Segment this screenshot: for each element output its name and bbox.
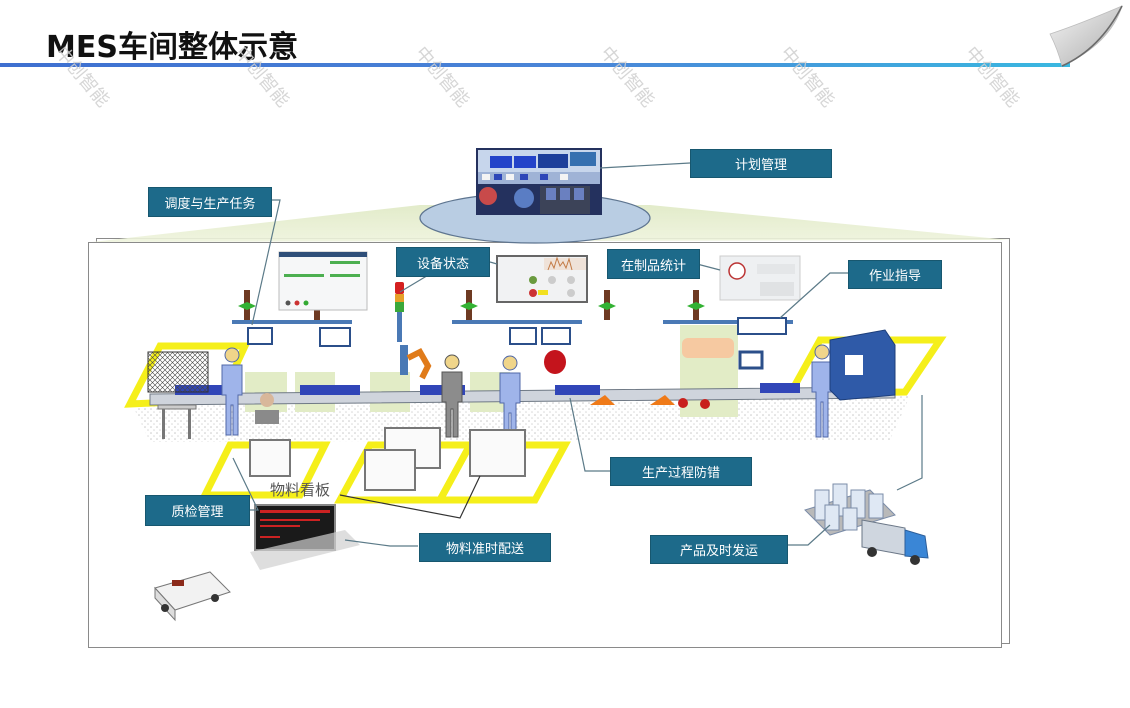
label-material-jit-delivery: 物料准时配送 <box>419 533 551 562</box>
material-board-display <box>250 504 360 570</box>
material-cart <box>249 427 526 491</box>
title-underline <box>0 63 1070 67</box>
equipment-screen <box>496 255 588 303</box>
label-product-shipping: 产品及时发运 <box>650 535 788 564</box>
inspection-cage <box>147 351 209 439</box>
floor-zone <box>199 441 331 499</box>
worker <box>441 354 463 438</box>
worker <box>499 355 521 444</box>
delivery-truck <box>861 519 929 565</box>
station-monitor <box>247 317 787 370</box>
robot-arm <box>400 345 432 380</box>
label-wip-statistics: 在制品统计 <box>607 249 700 279</box>
label-plan-management: 计划管理 <box>690 149 832 178</box>
agv-vehicle <box>154 571 231 622</box>
dispatch-screen <box>278 251 368 311</box>
floor-zone <box>434 441 571 504</box>
label-error-proofing: 生产过程防错 <box>610 457 752 486</box>
label-quality-management: 质检管理 <box>145 495 250 526</box>
control-room-photo <box>476 148 602 215</box>
inspector <box>255 393 279 424</box>
callout-lines <box>232 162 923 547</box>
label-equipment-status: 设备状态 <box>396 247 490 277</box>
warehouse-buildings <box>804 483 896 536</box>
overhead-rail <box>452 320 582 324</box>
overhead-rail <box>663 320 793 324</box>
alarm-beacon <box>544 350 566 374</box>
wip-screen <box>719 255 801 301</box>
storage-rack <box>829 329 896 401</box>
page-curl-icon <box>1049 5 1123 67</box>
label-dispatch-tasks: 调度与生产任务 <box>148 187 272 217</box>
conveyor <box>149 386 896 406</box>
page-title: MES车间整体示意 <box>46 30 298 65</box>
floor-zone <box>783 336 947 398</box>
conveyor-segment <box>555 385 600 395</box>
label-work-instruction: 作业指导 <box>848 260 942 289</box>
material-board-title: 物料看板 <box>270 481 330 499</box>
conveyor-segment <box>760 383 800 393</box>
conveyor-segment <box>300 385 360 395</box>
worker <box>221 347 243 436</box>
overhead-rail <box>232 320 352 324</box>
